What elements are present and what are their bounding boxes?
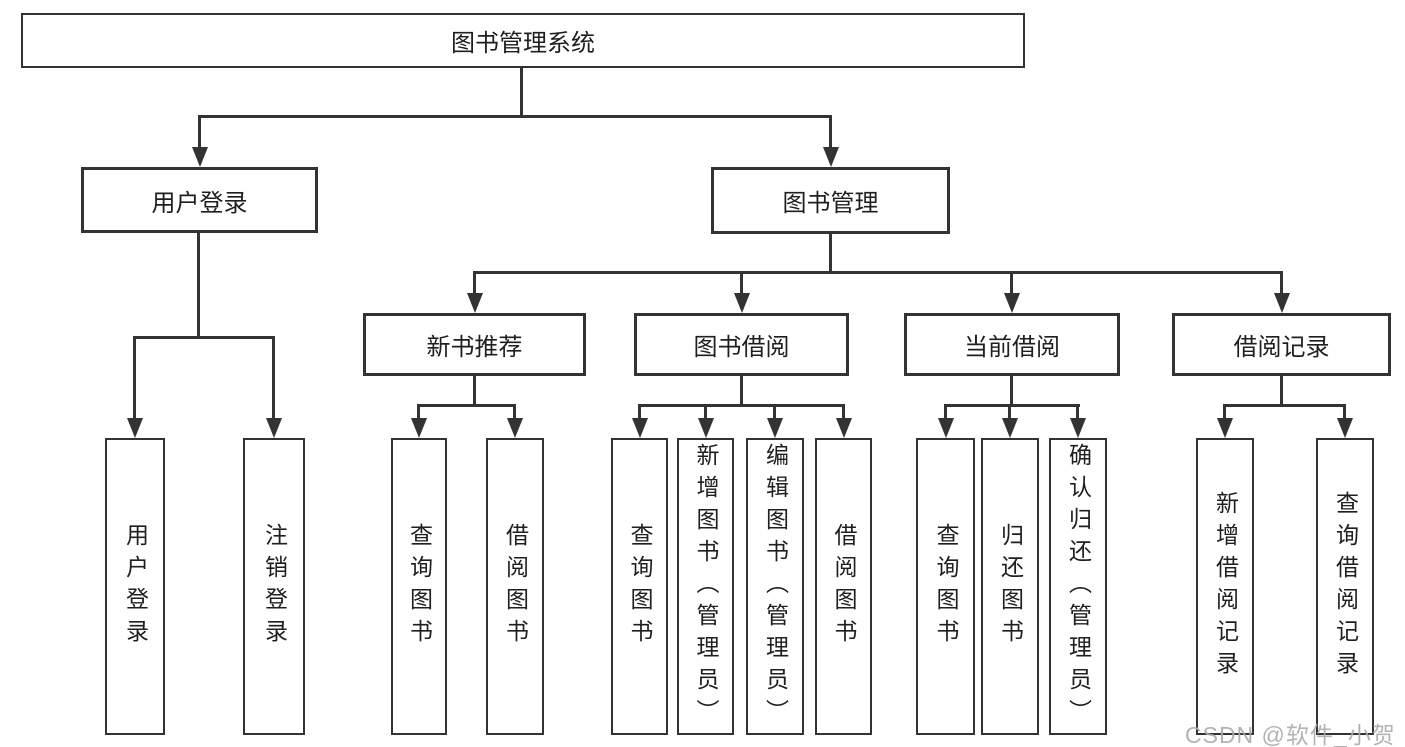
arrow-down-icon: [938, 418, 954, 438]
leaf-user-login: 用户登录: [105, 438, 165, 735]
arrow-down-icon: [127, 418, 143, 438]
connector-line: [842, 404, 845, 420]
leaf-return-books: 归还图书: [981, 438, 1039, 735]
arrow-down-icon: [1337, 418, 1353, 438]
connector-line: [638, 404, 845, 407]
connector-line: [704, 404, 707, 420]
arrow-down-icon: [734, 293, 750, 313]
connector-line: [740, 376, 743, 405]
leaf-logout: 注销登录: [243, 438, 305, 735]
connector-line: [1076, 404, 1079, 420]
node-book-management: 图书管理: [711, 167, 950, 234]
connector-line: [473, 271, 476, 295]
arrow-down-icon: [266, 418, 282, 438]
arrow-down-icon: [632, 418, 648, 438]
connector-line: [1280, 374, 1283, 405]
arrow-down-icon: [411, 418, 427, 438]
connector-line: [513, 404, 516, 420]
node-user-login: 用户登录: [81, 167, 318, 233]
connector-line: [133, 336, 275, 339]
connector-line: [944, 404, 947, 420]
arrow-down-icon: [1274, 293, 1290, 313]
arrow-down-icon: [192, 147, 208, 167]
node-root-library-system: 图书管理系统: [21, 13, 1025, 68]
connector-line: [133, 336, 136, 420]
arrow-down-icon: [1004, 293, 1020, 313]
arrow-down-icon: [823, 147, 839, 167]
connector-line: [198, 115, 201, 149]
arrow-down-icon: [507, 418, 523, 438]
leaf-query-borrow-record: 查询借阅记录: [1316, 438, 1374, 735]
leaf-edit-books-admin: 编辑图书（管理员）: [746, 438, 804, 735]
connector-line: [1343, 404, 1346, 420]
arrow-down-icon: [1217, 418, 1233, 438]
connector-line: [473, 376, 476, 405]
leaf-query-books: 查询图书: [916, 438, 975, 735]
connector-line: [272, 336, 275, 420]
connector-line: [520, 68, 523, 116]
arrow-down-icon: [767, 418, 783, 438]
connector-line: [1223, 404, 1346, 407]
connector-line: [1280, 271, 1283, 295]
node-new-book-recommend: 新书推荐: [363, 313, 586, 376]
arrow-down-icon: [1070, 418, 1086, 438]
connector-line: [417, 404, 516, 407]
connector-line: [944, 404, 1080, 407]
connector-line: [198, 115, 832, 118]
node-current-borrow: 当前借阅: [904, 313, 1120, 376]
leaf-borrow-books: 借阅图书: [486, 438, 544, 735]
connector-line: [1010, 271, 1013, 295]
connector-line: [197, 233, 200, 337]
node-borrow-records: 借阅记录: [1172, 313, 1391, 376]
connector-line: [473, 271, 1283, 274]
leaf-query-books: 查询图书: [391, 438, 447, 735]
connector-line: [829, 234, 832, 272]
arrow-down-icon: [467, 293, 483, 313]
leaf-add-borrow-record: 新增借阅记录: [1196, 438, 1254, 735]
csdn-watermark: CSDN @软件_小贺同学: [1185, 722, 1396, 747]
connector-line: [1008, 404, 1011, 420]
connector-line: [638, 404, 641, 420]
arrow-down-icon: [1002, 418, 1018, 438]
connector-line: [1223, 404, 1226, 420]
node-book-borrow: 图书借阅: [634, 313, 849, 376]
arrow-down-icon: [836, 418, 852, 438]
leaf-add-books-admin: 新增图书（管理员）: [677, 438, 734, 735]
arrow-down-icon: [698, 418, 714, 438]
connector-line: [417, 404, 420, 420]
connector-line: [773, 404, 776, 420]
leaf-confirm-return-admin: 确认归还（管理员）: [1049, 438, 1107, 735]
leaf-query-books: 查询图书: [611, 438, 668, 735]
connector-line: [1010, 376, 1013, 405]
connector-line: [829, 115, 832, 149]
leaf-borrow-books: 借阅图书: [815, 438, 872, 735]
connector-line: [740, 271, 743, 295]
